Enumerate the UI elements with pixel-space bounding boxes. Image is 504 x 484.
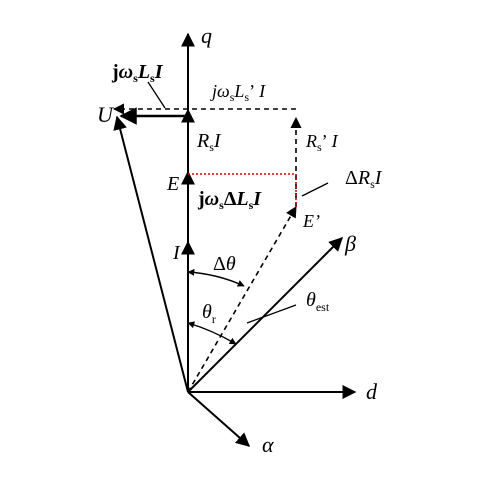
jwsLsI-prime-label: jωsLs’I (210, 81, 266, 104)
beta-axis-label: β (344, 231, 356, 256)
alpha-axis-label: α (262, 432, 274, 457)
delta-rsi-label: ΔRsI (345, 167, 383, 191)
i-label: I (172, 242, 181, 264)
delta-theta-label: Δθ (213, 253, 236, 275)
delta-rsi-leader (301, 182, 329, 197)
theta-est-label: θest (306, 289, 330, 314)
rsi-prime-label: Rs’I (305, 131, 339, 154)
u-label: U (97, 102, 115, 127)
jwsLsI-label: jωsLsI (111, 61, 164, 85)
delta-theta-arc (187, 268, 245, 287)
alpha-axis (187, 391, 251, 447)
theta-r-label: θr (202, 301, 216, 326)
jwsLsI-leader (147, 81, 166, 109)
q-axis-label: q (201, 23, 212, 48)
e-label: E (166, 173, 179, 195)
jwsDeltaLsI-label: jωsΔLsI (197, 188, 262, 212)
beta-axis (187, 237, 343, 393)
e-prime-label: E’ (302, 211, 320, 231)
d-axis-label: d (366, 379, 378, 404)
theta-r-arc (187, 321, 237, 345)
rsi-label: RsI (196, 130, 222, 154)
theta-est-leader (246, 304, 297, 324)
u-vector (113, 115, 189, 393)
